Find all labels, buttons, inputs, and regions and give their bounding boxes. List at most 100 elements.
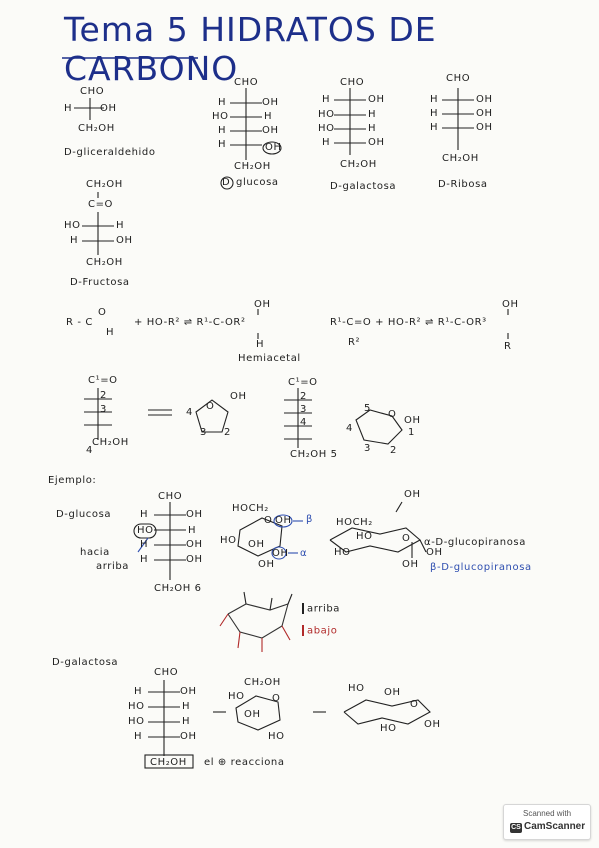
rxn2: R¹-C=O + HO-R² ⇌ R¹-C-OR³ bbox=[330, 317, 487, 328]
ribose-oh2: OH bbox=[476, 94, 493, 105]
chair-ho-low: HO bbox=[334, 547, 351, 558]
galactose-h3: H bbox=[368, 109, 377, 120]
ribose-h2: H bbox=[430, 94, 439, 105]
gal2-h5: H bbox=[134, 731, 143, 742]
haworth-o: O bbox=[264, 515, 273, 526]
label-d-glucosa: D-glucosa bbox=[56, 509, 112, 520]
label-reacciona: el ⊕ reacciona bbox=[204, 757, 285, 768]
furanose-num4: 4 bbox=[186, 407, 193, 418]
legend-abajo-text: abajo bbox=[307, 625, 338, 637]
camscanner-icon: CS bbox=[510, 823, 522, 833]
chair-hoh2c: HOCH₂ bbox=[336, 517, 373, 528]
legend-arriba: arriba bbox=[302, 603, 340, 615]
cyc1-num3: 3 bbox=[100, 404, 107, 415]
pyranose-o: O bbox=[388, 409, 397, 420]
glyceraldehyde-cho: CHO bbox=[80, 86, 105, 97]
glucose-d-circled: D bbox=[222, 177, 231, 188]
glyceraldehyde-h: H bbox=[64, 103, 73, 114]
cyc1-ch2oh: CH₂OH bbox=[92, 437, 129, 448]
cyc1-c1: C¹=O bbox=[88, 375, 118, 386]
haworth-oh-bottom: OH bbox=[258, 559, 275, 570]
pyranose-num2: 2 bbox=[390, 445, 397, 456]
cyc1-num4: 4 bbox=[86, 445, 93, 456]
galactose-oh5: OH bbox=[368, 137, 385, 148]
example-ho3: HO bbox=[137, 525, 154, 536]
rxn1-h-bottom: H bbox=[256, 339, 265, 350]
haworth-oh-alpha: OH bbox=[272, 548, 289, 559]
label-hemiacetal: Hemiacetal bbox=[238, 353, 301, 364]
label-hacia: hacia bbox=[80, 547, 110, 558]
galactose-ho3: HO bbox=[318, 109, 335, 120]
label-glucosa: glucosa bbox=[236, 177, 279, 188]
badge-scanned-with: Scanned with bbox=[522, 809, 572, 818]
galactose-h2: H bbox=[322, 94, 331, 105]
gal2-oh2: OH bbox=[180, 686, 197, 697]
haworth-hoch2: HOCH₂ bbox=[232, 503, 269, 514]
gal2-ho4: HO bbox=[128, 716, 145, 727]
gal-chair-o: O bbox=[410, 699, 419, 710]
gal2-h2: H bbox=[134, 686, 143, 697]
fructose-h4: H bbox=[70, 235, 79, 246]
label-ejemplo: Ejemplo: bbox=[48, 475, 97, 486]
ribose-oh4: OH bbox=[476, 122, 493, 133]
gal-chair-ho-top: HO bbox=[348, 683, 365, 694]
chair-oh-right: OH bbox=[426, 547, 443, 558]
rxn1-right: + HO-R² ⇌ R¹-C-OR² bbox=[134, 317, 246, 328]
label-gliceraldehido: D-gliceraldehido bbox=[64, 147, 156, 158]
pyranose-oh: OH bbox=[404, 415, 421, 426]
furanose-num3: 3 bbox=[200, 427, 207, 438]
gal2-ch2oh: CH₂OH bbox=[150, 757, 187, 768]
label-ribosa: D-Ribosa bbox=[438, 179, 488, 190]
furanose-oh: OH bbox=[230, 391, 247, 402]
gal-haworth-oh: OH bbox=[244, 709, 261, 720]
chair-ho: HO bbox=[356, 531, 373, 542]
glucose-h4: H bbox=[218, 125, 227, 136]
glucose-oh5: OH bbox=[265, 142, 282, 153]
gal-haworth-ho: HO bbox=[228, 691, 245, 702]
haworth-beta-label: β bbox=[306, 514, 313, 525]
rxn2-r2: R² bbox=[348, 337, 361, 348]
gal2-ho3: HO bbox=[128, 701, 145, 712]
gal-haworth-o: O bbox=[272, 693, 281, 704]
example-ch2oh: CH₂OH 6 bbox=[154, 583, 202, 594]
rxn1-o: O bbox=[98, 307, 107, 318]
glucose-ch2oh: CH₂OH bbox=[234, 161, 271, 172]
fructose-co: C=O bbox=[88, 199, 114, 210]
pyranose-num5: 5 bbox=[364, 403, 371, 414]
haworth-oh-beta: OH bbox=[275, 515, 292, 526]
gal2-cho: CHO bbox=[154, 667, 179, 678]
label-fructosa: D-Fructosa bbox=[70, 277, 130, 288]
chair-o: O bbox=[402, 533, 411, 544]
galactose-cho: CHO bbox=[340, 77, 365, 88]
gal-haworth-ho-bottom: HO bbox=[268, 731, 285, 742]
pyranose-num1: 1 bbox=[408, 427, 415, 438]
gal2-h4: H bbox=[182, 716, 191, 727]
gal-chair-ho-bottom: HO bbox=[380, 723, 397, 734]
gal-chair-oh-right: OH bbox=[424, 719, 441, 730]
fructose-h3: H bbox=[116, 220, 125, 231]
cyc2-num3: 3 bbox=[300, 404, 307, 415]
cyc2-c1: C¹=O bbox=[288, 377, 318, 388]
cyc1-num2: 2 bbox=[100, 390, 107, 401]
ribose-h4: H bbox=[430, 122, 439, 133]
haworth-ho-left: HO bbox=[220, 535, 237, 546]
glyceraldehyde-ch2oh: CH₂OH bbox=[78, 123, 115, 134]
rxn2-r: R bbox=[504, 341, 512, 352]
page-title: Tema 5 HIDRATOS DE CARBONO bbox=[64, 10, 437, 88]
furanose-o: O bbox=[206, 401, 215, 412]
cyc2-num2: 2 bbox=[300, 391, 307, 402]
example-h5: H bbox=[140, 554, 149, 565]
galactose-ch2oh: CH₂OH bbox=[340, 159, 377, 170]
example-cho: CHO bbox=[158, 491, 183, 502]
example-oh2: OH bbox=[186, 509, 203, 520]
example-oh5: OH bbox=[186, 554, 203, 565]
glucose-cho: CHO bbox=[234, 77, 259, 88]
label-beta-glucopiranosa: β-D-glucopiranosa bbox=[430, 562, 532, 573]
ribose-h3: H bbox=[430, 108, 439, 119]
cyc2-num4: 4 bbox=[300, 417, 307, 428]
gal-haworth-ch2oh: CH₂OH bbox=[244, 677, 281, 688]
gal-chair-oh-top: OH bbox=[384, 687, 401, 698]
